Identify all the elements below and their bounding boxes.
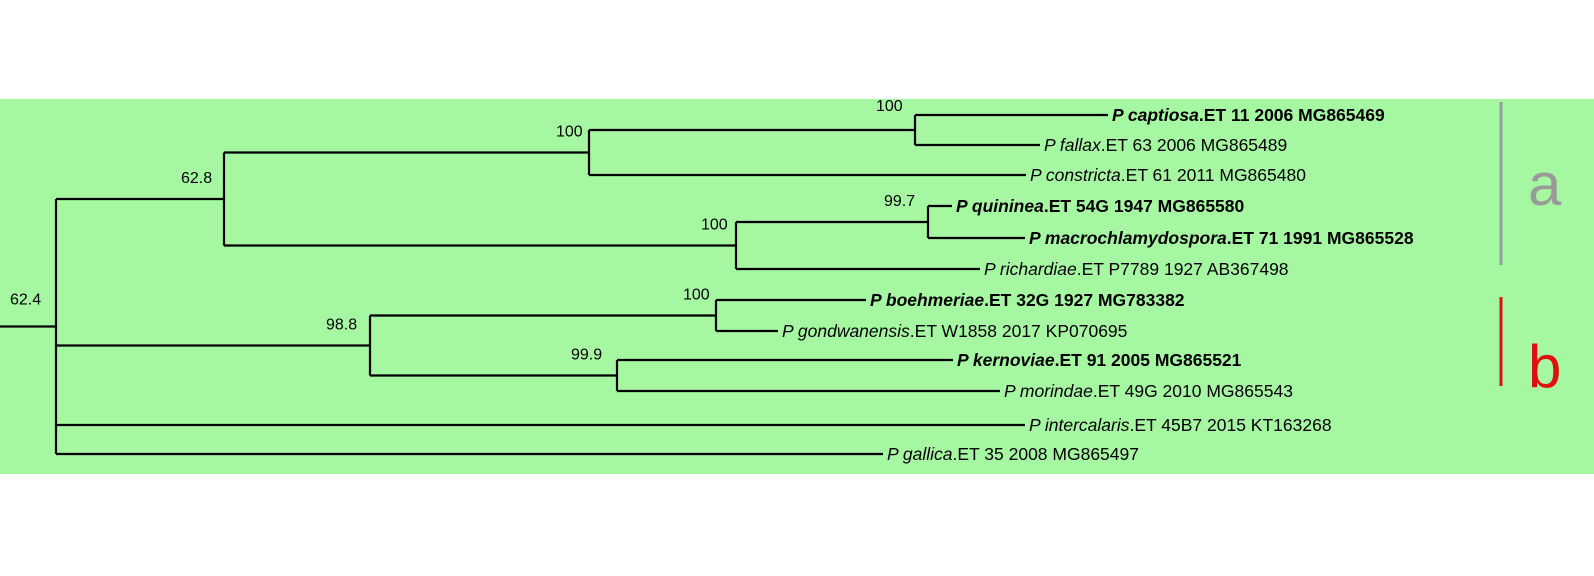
leaf-label-richardiae: P richardiae.ET P7789 1927 AB367498 <box>984 259 1289 279</box>
support-value: 98.8 <box>326 317 357 334</box>
support-value: 100 <box>683 287 710 304</box>
leaf-label-fallax: P fallax.ET 63 2006 MG865489 <box>1044 135 1287 155</box>
leaf-label-intercalaris: P intercalaris.ET 45B7 2015 KT163268 <box>1029 415 1332 435</box>
support-value: 99.9 <box>571 347 602 364</box>
clade-markers: ab <box>1499 102 1562 400</box>
leaf-label-quininea: P quininea.ET 54G 1947 MG865580 <box>956 196 1245 216</box>
phylogenetic-tree: 100 100 99.7 100 62.8 100 99.9 98.8 62.4 P capti… <box>0 99 1562 464</box>
support-value: 100 <box>701 217 728 234</box>
leaf-label-captiosa: P captiosa.ET 11 2006 MG865469 <box>1112 105 1385 125</box>
phylogenetic-tree-panel: 100 100 99.7 100 62.8 100 99.9 98.8 62.4 P capti… <box>0 99 1594 474</box>
support-value: 100 <box>556 124 583 141</box>
leaf-label-gallica: P gallica.ET 35 2008 MG865497 <box>887 444 1139 464</box>
clade-label-a: a <box>1528 151 1562 218</box>
support-value: 99.7 <box>884 193 915 210</box>
support-values: 100 100 99.7 100 62.8 100 99.9 98.8 62.4 <box>10 99 915 364</box>
leaf-label-gondwanensis: P gondwanensis.ET W1858 2017 KP070695 <box>782 321 1127 341</box>
leaf-label-constricta: P constricta.ET 61 2011 MG865480 <box>1030 165 1306 185</box>
leaf-label-morindae: P morindae.ET 49G 2010 MG865543 <box>1004 381 1293 401</box>
tree-branches <box>0 113 1108 456</box>
leaf-label-boehmeriae: P boehmeriae.ET 32G 1927 MG783382 <box>870 290 1185 310</box>
support-value: 62.8 <box>181 170 212 187</box>
support-value: 100 <box>876 99 903 115</box>
leaf-label-macrochlamydospora: P macrochlamydospora.ET 71 1991 MG865528 <box>1029 228 1414 248</box>
leaf-labels: P captiosa.ET 11 2006 MG865469 P fallax.E… <box>782 105 1414 464</box>
support-value: 62.4 <box>10 292 41 309</box>
clade-label-b: b <box>1528 333 1561 400</box>
leaf-label-kernoviae: P kernoviae.ET 91 2005 MG865521 <box>957 350 1242 370</box>
